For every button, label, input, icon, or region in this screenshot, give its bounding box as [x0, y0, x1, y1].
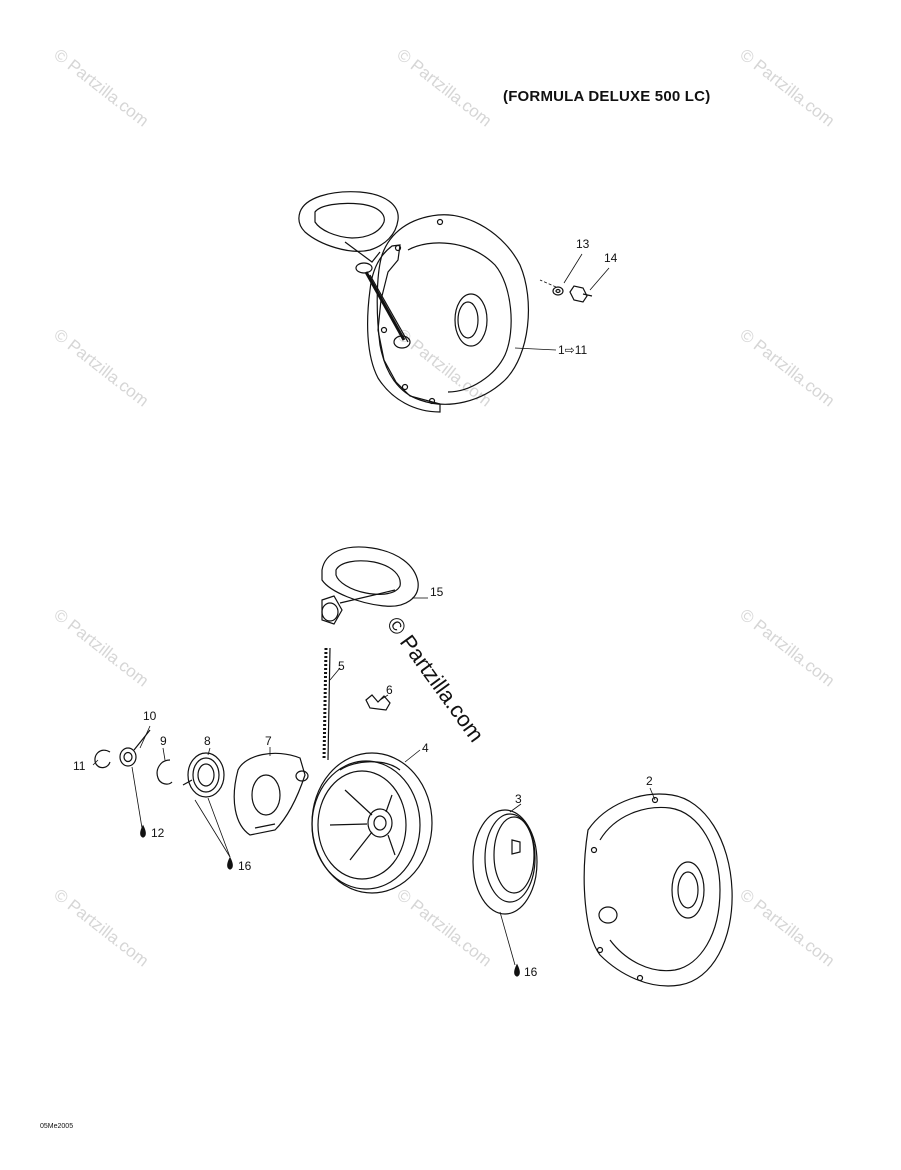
key-6 — [365, 694, 391, 711]
callout-16: 16 — [524, 965, 538, 979]
clip-9 — [156, 759, 173, 785]
ratchet-10 — [119, 729, 151, 767]
cam-7 — [233, 752, 309, 836]
callout-5: 5 — [338, 659, 345, 673]
spring-8 — [182, 752, 225, 798]
callout-6: 6 — [386, 683, 393, 697]
rope-5 — [322, 647, 331, 761]
callout-16: 16 — [238, 859, 252, 873]
housing-2 — [583, 793, 733, 987]
callout-13: 13 — [576, 237, 590, 251]
lubricant-drop-icon — [514, 963, 520, 977]
handle-15 — [321, 546, 419, 625]
callout-15: 15 — [430, 585, 444, 599]
lubricant-drop-icon — [227, 856, 233, 870]
callout-1-to-11: 1⇨11 — [558, 343, 588, 357]
callout-2: 2 — [646, 774, 653, 788]
callout-4: 4 — [422, 741, 429, 755]
callout-11: 11 — [73, 759, 86, 773]
rewind-starter-assembly — [298, 191, 610, 413]
diagram-title: (FORMULA DELUXE 500 LC) — [503, 88, 711, 105]
circlip-11 — [94, 749, 111, 769]
rewind-spring-3 — [472, 809, 538, 915]
callout-3: 3 — [515, 792, 522, 806]
callout-14: 14 — [604, 251, 618, 265]
pulley-4 — [311, 752, 433, 894]
leader-lines — [92, 597, 656, 966]
callout-10: 10 — [143, 709, 157, 723]
lubricant-drop-icon — [140, 824, 146, 838]
callout-9: 9 — [160, 734, 167, 748]
callout-12: 12 — [151, 826, 165, 840]
diagram-code: 05Me2005 — [40, 1123, 74, 1130]
callout-7: 7 — [265, 734, 272, 748]
callout-8: 8 — [204, 734, 211, 748]
